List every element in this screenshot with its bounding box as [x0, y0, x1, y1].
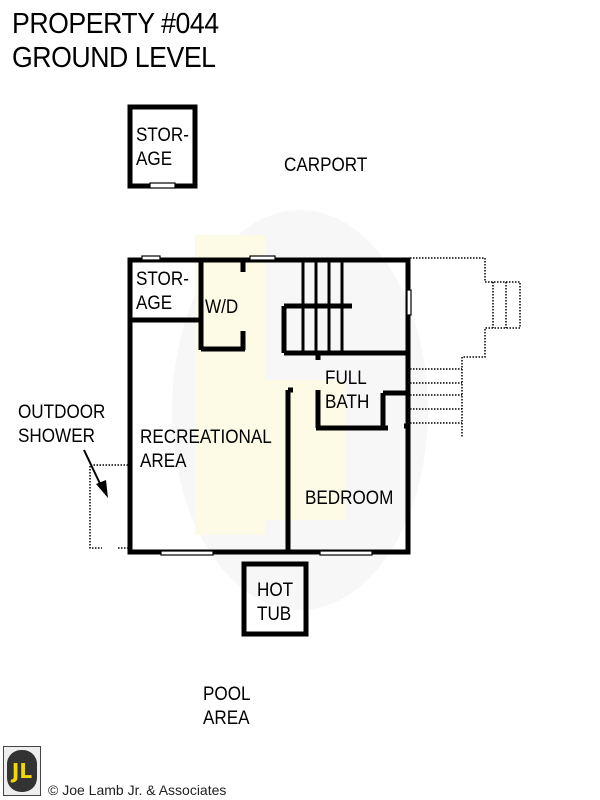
staircase: [301, 260, 344, 353]
room-label-outdoor-shower: OUTDOOR SHOWER: [18, 402, 106, 447]
room-label-storage-interior: STOR- AGE: [136, 269, 189, 314]
page-title: PROPERTY #044: [12, 8, 219, 40]
watermark-logo: [172, 210, 428, 610]
company-logo: JL: [3, 746, 41, 796]
arrow-icon: [83, 449, 108, 498]
page-subtitle: GROUND LEVEL: [12, 42, 216, 74]
room-label-storage-outbuilding: STOR- AGE: [136, 125, 189, 170]
hot-tub-walls: [241, 561, 309, 637]
room-label-wd: W/D: [205, 297, 239, 318]
copyright-text: © Joe Lamb Jr. & Associates: [48, 782, 227, 798]
room-label-hot-tub: HOT TUB: [257, 580, 294, 625]
main-walls: [127, 257, 411, 555]
windows: [141, 255, 412, 556]
room-label-full-bath: FULL BATH: [325, 368, 370, 413]
exterior-deck: [89, 257, 521, 549]
logo-mark: JL: [7, 750, 37, 792]
room-label-recreational-area: RECREATIONAL AREA: [140, 427, 272, 472]
room-label-carport: CARPORT: [284, 155, 368, 176]
room-label-pool-area: POOL AREA: [203, 684, 251, 729]
room-label-bedroom: BEDROOM: [305, 488, 394, 509]
